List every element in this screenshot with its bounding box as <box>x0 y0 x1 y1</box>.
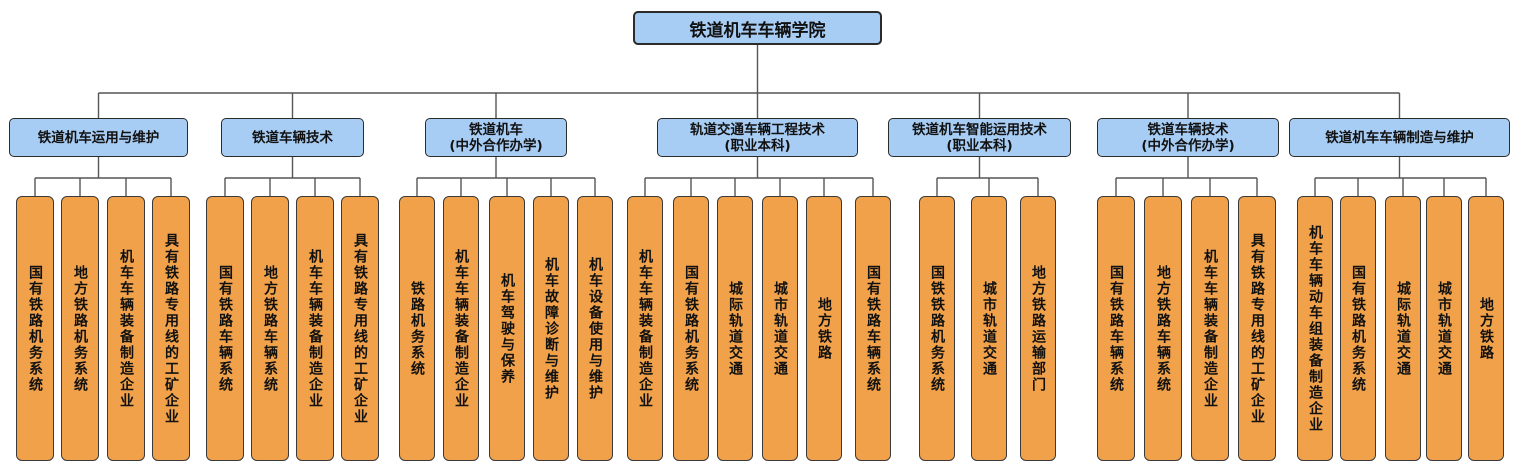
leaf-label: 具有铁路专用线的工矿企业 <box>163 232 179 425</box>
branch-node: 铁道机车车辆制造与维护 <box>1289 118 1510 157</box>
leaf-node: 城际轨道交通 <box>1385 196 1421 461</box>
leaf-node: 地方铁路车辆系统 <box>1144 196 1182 461</box>
leaf-label: 国有铁路车辆系统 <box>1108 264 1124 393</box>
leaf-node: 铁路机务系统 <box>399 196 435 461</box>
leaf-label: 城市轨道交通 <box>981 280 997 377</box>
leaf-node: 地方铁路 <box>806 196 842 461</box>
leaf-node: 地方铁路机务系统 <box>61 196 99 461</box>
leaf-label: 国有铁路机务系统 <box>1350 264 1366 393</box>
leaf-node: 地方铁路车辆系统 <box>251 196 289 461</box>
leaf-node: 机车车辆装备制造企业 <box>107 196 145 461</box>
root-label: 铁道机车车辆学院 <box>689 20 826 41</box>
branch-node: 铁道机车智能运用技术 (职业本科) <box>888 118 1071 157</box>
leaf-node: 机车车辆装备制造企业 <box>1191 196 1229 461</box>
leaf-node: 国有铁路车辆系统 <box>855 196 891 461</box>
branch-label: 轨道交通车辆工程技术 (职业本科) <box>690 121 825 154</box>
leaf-node: 机车车辆动车组装备制造企业 <box>1297 196 1333 461</box>
leaf-node: 机车故障诊断与维护 <box>533 196 569 461</box>
leaf-node: 机车车辆装备制造企业 <box>443 196 479 461</box>
leaf-label: 机车车辆装备制造企业 <box>118 248 134 409</box>
leaf-label: 国有铁路车辆系统 <box>865 264 881 393</box>
leaf-label: 地方铁路车辆系统 <box>1155 264 1171 393</box>
leaf-node: 国有铁路机务系统 <box>673 196 709 461</box>
leaf-node: 机车车辆装备制造企业 <box>296 196 334 461</box>
leaf-label: 城市轨道交通 <box>772 280 788 377</box>
leaf-label: 机车车辆动车组装备制造企业 <box>1307 224 1323 433</box>
branch-label: 铁道机车智能运用技术 (职业本科) <box>912 121 1047 154</box>
branch-node: 铁道机车运用与维护 <box>9 118 188 157</box>
leaf-node: 国铁铁路机务系统 <box>919 196 955 461</box>
leaf-label: 具有铁路专用线的工矿企业 <box>1249 232 1265 425</box>
leaf-label: 机车故障诊断与维护 <box>543 256 559 401</box>
leaf-label: 地方铁路 <box>816 296 832 361</box>
branch-node: 铁道车辆技术 <box>221 118 364 157</box>
leaf-label: 铁路机务系统 <box>409 280 425 377</box>
leaf-label: 国有铁路机务系统 <box>27 264 43 393</box>
branch-label: 铁道车辆技术 <box>252 129 333 146</box>
leaf-label: 地方铁路机务系统 <box>72 264 88 393</box>
root-node: 铁道机车车辆学院 <box>633 11 882 45</box>
leaf-label: 国有铁路机务系统 <box>683 264 699 393</box>
leaf-label: 地方铁路车辆系统 <box>262 264 278 393</box>
leaf-label: 机车车辆装备制造企业 <box>307 248 323 409</box>
leaf-label: 国铁铁路机务系统 <box>929 264 945 393</box>
leaf-node: 国有铁路机务系统 <box>16 196 54 461</box>
leaf-label: 机车车辆装备制造企业 <box>453 248 469 409</box>
branch-label: 铁道机车 (中外合作办学) <box>449 121 543 154</box>
leaf-node: 机车设备使用与维护 <box>577 196 613 461</box>
branch-node: 铁道机车 (中外合作办学) <box>425 118 567 157</box>
leaf-node: 城市轨道交通 <box>1426 196 1462 461</box>
leaf-label: 机车驾驶与保养 <box>499 272 515 385</box>
leaf-label: 地方铁路运输部门 <box>1030 264 1046 393</box>
leaf-label: 地方铁路 <box>1478 296 1494 361</box>
leaf-node: 国有铁路机务系统 <box>1340 196 1376 461</box>
branch-label: 铁道机车车辆制造与维护 <box>1325 129 1474 146</box>
leaf-node: 国有铁路车辆系统 <box>206 196 244 461</box>
leaf-node: 机车驾驶与保养 <box>489 196 525 461</box>
leaf-label: 机车车辆装备制造企业 <box>1202 248 1218 409</box>
leaf-label: 具有铁路专用线的工矿企业 <box>352 232 368 425</box>
leaf-label: 机车车辆装备制造企业 <box>637 248 653 409</box>
leaf-node: 地方铁路运输部门 <box>1020 196 1056 461</box>
branch-label: 铁道车辆技术 (中外合作办学) <box>1141 121 1235 154</box>
branch-label: 铁道机车运用与维护 <box>37 129 160 146</box>
leaf-node: 城市轨道交通 <box>971 196 1007 461</box>
branch-node: 轨道交通车辆工程技术 (职业本科) <box>657 118 858 157</box>
leaf-node: 具有铁路专用线的工矿企业 <box>152 196 190 461</box>
leaf-node: 城市轨道交通 <box>762 196 798 461</box>
leaf-label: 城市轨道交通 <box>1436 280 1452 377</box>
leaf-node: 具有铁路专用线的工矿企业 <box>341 196 379 461</box>
branch-node: 铁道车辆技术 (中外合作办学) <box>1097 118 1279 157</box>
leaf-node: 具有铁路专用线的工矿企业 <box>1238 196 1276 461</box>
leaf-node: 国有铁路车辆系统 <box>1097 196 1135 461</box>
leaf-node: 城际轨道交通 <box>717 196 753 461</box>
leaf-label: 城际轨道交通 <box>1395 280 1411 377</box>
leaf-label: 城际轨道交通 <box>727 280 743 377</box>
leaf-node: 地方铁路 <box>1468 196 1504 461</box>
leaf-label: 国有铁路车辆系统 <box>217 264 233 393</box>
leaf-node: 机车车辆装备制造企业 <box>627 196 663 461</box>
leaf-label: 机车设备使用与维护 <box>587 256 603 401</box>
